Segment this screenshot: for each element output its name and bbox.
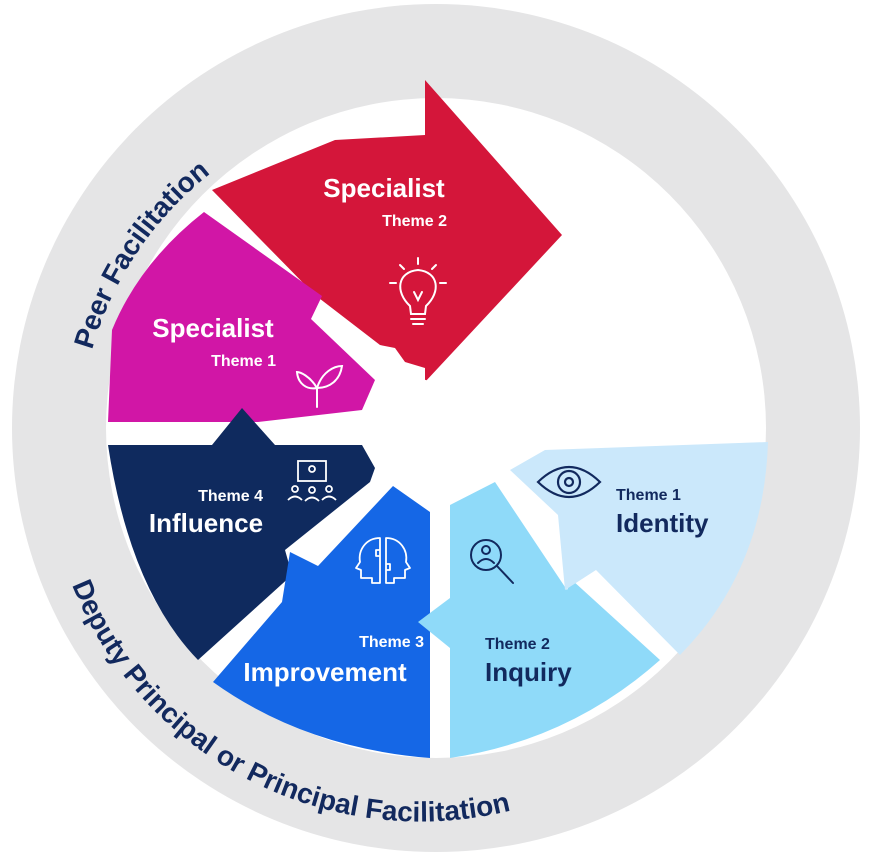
segment-title: Improvement: [243, 657, 407, 687]
lightbulb-icon: [389, 257, 447, 325]
search-person-icon: [470, 539, 514, 584]
segment-specialist-theme-1: Specialist Theme 1: [108, 212, 375, 422]
segment-influence: Theme 4 Influence: [108, 408, 375, 660]
segment-theme: Theme 2: [485, 636, 550, 653]
segment-improvement: Theme 3 Improvement: [213, 486, 430, 758]
segment-shape: [108, 408, 375, 660]
segment-theme: Theme 3: [359, 634, 424, 651]
segment-shape: [418, 482, 660, 758]
segment-shape: [108, 212, 375, 422]
segment-theme: Theme 1: [616, 487, 681, 504]
segment-theme: Theme 1: [211, 353, 276, 370]
center-hub: [362, 378, 462, 478]
segment-theme: Theme 4: [198, 488, 263, 505]
segment-title: Specialist: [152, 313, 274, 343]
segment-theme: Theme 2: [382, 213, 447, 230]
segment-title: Inquiry: [485, 657, 572, 687]
presentation-group-icon: [287, 460, 337, 502]
segment-identity: Theme 1 Identity: [510, 442, 768, 655]
eye-icon: [536, 466, 602, 498]
segment-title: Identity: [616, 508, 709, 538]
segment-specialist-theme-2: Specialist Theme 2: [212, 80, 562, 382]
segment-title: Influence: [149, 508, 263, 538]
sprout-icon: [295, 364, 344, 408]
segment-shape: [510, 442, 768, 655]
segment-shape: [212, 80, 562, 382]
segment-inquiry: Theme 2 Inquiry: [418, 482, 660, 758]
segment-title: Specialist: [323, 173, 445, 203]
puzzle-heads-icon: [355, 537, 411, 584]
